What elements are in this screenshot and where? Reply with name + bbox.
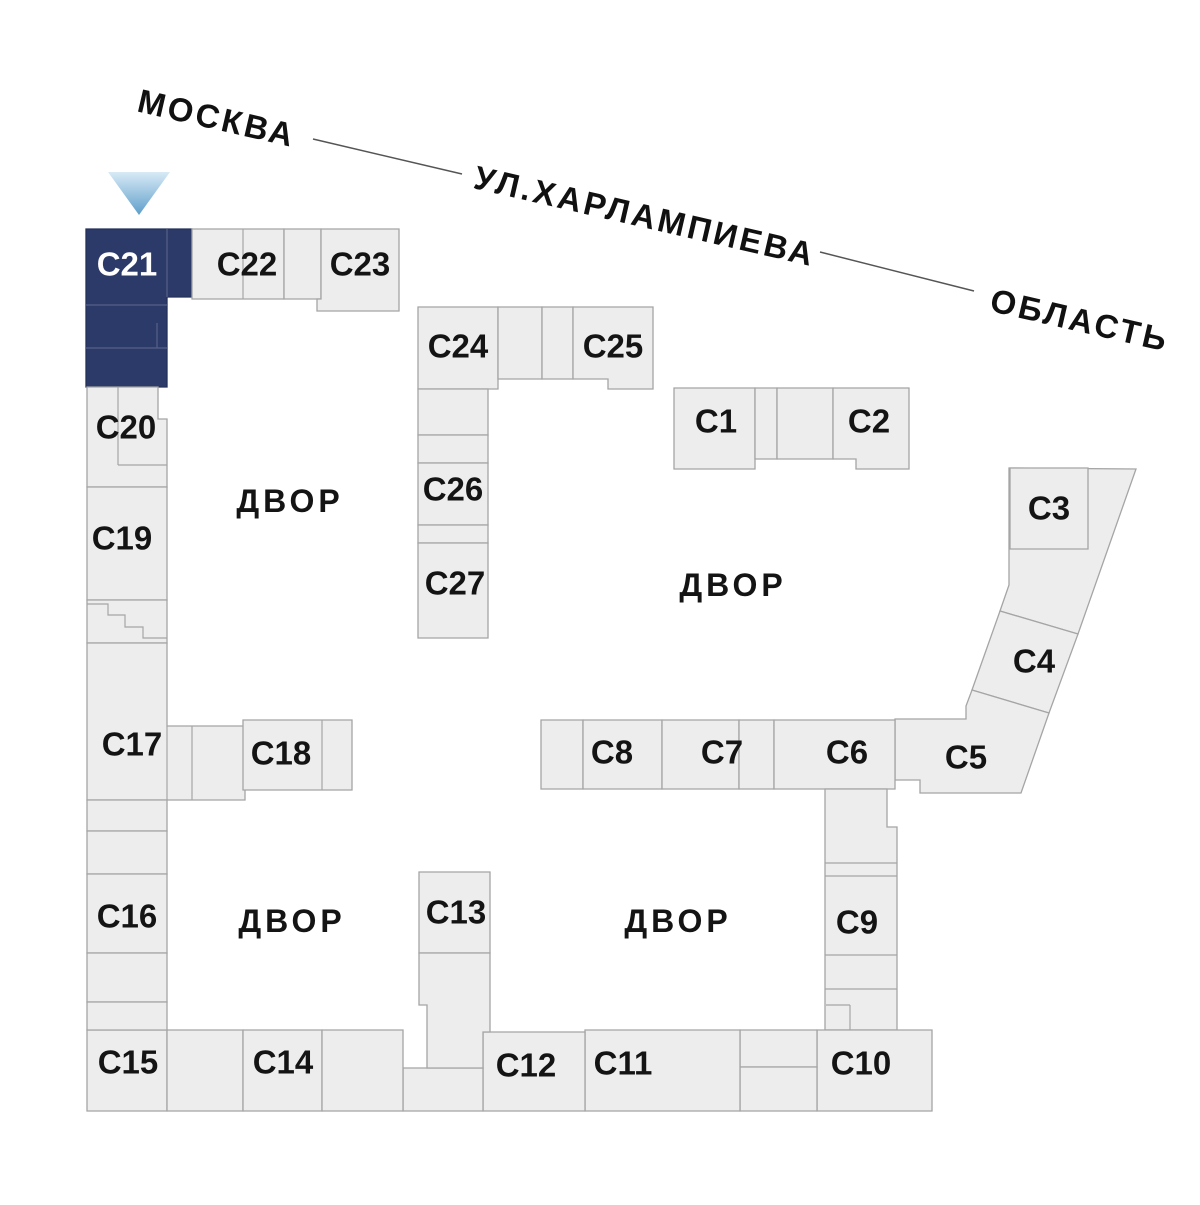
building-label-C27: C27	[425, 565, 486, 602]
building-cell-cell-o[interactable]	[321, 1029, 404, 1112]
building-C24[interactable]	[417, 306, 499, 390]
street-line	[819, 251, 975, 292]
building-C17[interactable]	[86, 642, 246, 801]
building-label-C19: C19	[92, 520, 153, 557]
building-cell-cell-s[interactable]	[86, 1001, 168, 1031]
building-divider	[87, 603, 167, 639]
building-cell-cell-g[interactable]	[754, 387, 778, 460]
building-cell-cell-a[interactable]	[283, 228, 322, 300]
building-C2[interactable]	[832, 387, 910, 470]
location-arrow	[108, 172, 170, 215]
street-label-moskva: МОСКВА	[134, 82, 299, 154]
building-label-C26: C26	[423, 471, 484, 508]
building-label-C9: C9	[836, 904, 878, 941]
building-label-C2: C2	[848, 403, 890, 440]
courtyard-label: ДВОР	[236, 483, 343, 519]
building-cell-stairs-cell[interactable]	[86, 599, 168, 644]
building-cell-cell-j[interactable]	[738, 719, 775, 790]
courtyards-layer: ДВОР ДВОР ДВОР ДВОР	[236, 483, 786, 939]
building-cell-C13-base[interactable]	[418, 952, 491, 1069]
building-label-C4: C4	[1013, 643, 1056, 680]
building-cell-cell-m[interactable]	[402, 1067, 484, 1112]
building-cell-cell-l[interactable]	[739, 1066, 818, 1112]
buildings-layer	[85, 228, 1137, 1112]
building-cell-cell-q[interactable]	[86, 830, 168, 875]
building-label-C17: C17	[102, 726, 163, 763]
building-cell-cell-k[interactable]	[739, 1029, 818, 1068]
building-label-C22: C22	[217, 246, 278, 283]
building-cell-cell-e[interactable]	[417, 434, 489, 464]
street-layer: МОСКВА УЛ.ХАРЛАМПИЕВА ОБЛАСТЬ	[134, 82, 1173, 359]
building-C18[interactable]	[242, 719, 353, 791]
building-label-C20: C20	[96, 409, 157, 446]
building-label-C1: C1	[695, 403, 737, 440]
building-label-C13: C13	[426, 894, 487, 931]
building-label-C23: C23	[330, 246, 391, 283]
building-label-C12: C12	[496, 1047, 557, 1084]
street-label-kharlampieva: УЛ.ХАРЛАМПИЕВА	[471, 159, 820, 274]
dividers-layer	[86, 229, 897, 1030]
building-label-C5: C5	[945, 739, 987, 776]
building-cell-cell-f[interactable]	[417, 524, 489, 544]
building-label-C11: C11	[594, 1045, 653, 1082]
building-cell-cell-d[interactable]	[417, 388, 489, 436]
building-label-C7: C7	[701, 734, 743, 771]
building-label-C18: C18	[251, 735, 312, 772]
street-line	[312, 138, 463, 175]
building-cell-cell-r[interactable]	[86, 952, 168, 1003]
building-C3[interactable]	[1009, 467, 1089, 550]
building-label-C3: C3	[1028, 490, 1070, 527]
building-cell-cell-c[interactable]	[541, 306, 574, 380]
building-cell-cell-b[interactable]	[497, 306, 543, 380]
building-cell-cell-p[interactable]	[86, 799, 168, 832]
building-C6[interactable]	[773, 719, 896, 790]
building-C25[interactable]	[572, 306, 654, 390]
courtyard-label: ДВОР	[679, 567, 786, 603]
building-cell-cell-i[interactable]	[540, 719, 584, 790]
building-label-C15: C15	[98, 1044, 159, 1081]
building-label-C6: C6	[826, 734, 868, 771]
building-label-C21: C21	[97, 246, 158, 283]
building-C1[interactable]	[673, 387, 756, 470]
building-C23[interactable]	[316, 228, 400, 312]
building-cell-cell-n[interactable]	[166, 1029, 244, 1112]
building-C27[interactable]	[417, 542, 489, 639]
marker-layer	[108, 172, 170, 215]
building-C5[interactable]	[894, 689, 1050, 794]
building-label-C24: C24	[428, 328, 489, 365]
building-label-C14: C14	[253, 1044, 314, 1081]
building-cell-cell-h[interactable]	[776, 387, 834, 460]
building-label-C16: C16	[97, 898, 158, 935]
courtyard-label: ДВОР	[624, 903, 731, 939]
building-label-C10: C10	[831, 1045, 892, 1082]
courtyard-label: ДВОР	[238, 903, 345, 939]
building-label-C25: C25	[583, 328, 644, 365]
building-label-C8: C8	[591, 734, 633, 771]
street-label-oblast: ОБЛАСТЬ	[987, 281, 1173, 358]
